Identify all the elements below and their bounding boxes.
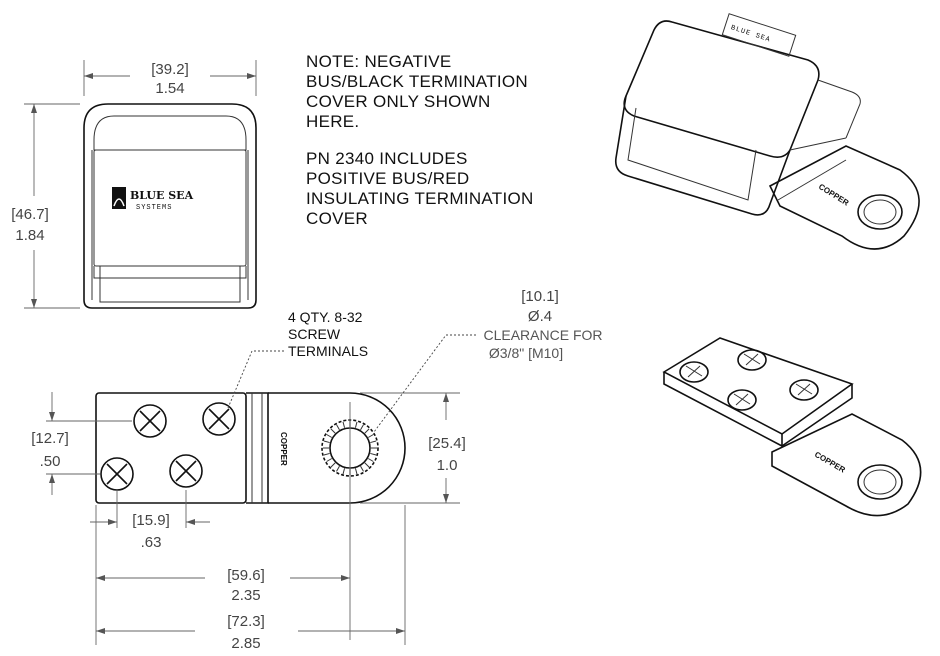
- dim-overall-length: [72.3] 2.85: [96, 505, 406, 652]
- dim-cover-width-mm: [39.2]: [151, 61, 189, 78]
- dim-terminal-pitch-v-mm: [12.7]: [31, 430, 69, 447]
- screw-bottom-right: [169, 454, 203, 488]
- screw-top-left: [133, 404, 167, 438]
- washer-tooth: [364, 462, 370, 468]
- washer-tooth: [360, 424, 364, 431]
- washer-tooth: [330, 462, 336, 468]
- dim-to-hole-center-in: 2.35: [231, 587, 260, 604]
- dim-to-hole-center: [59.6] 2.35: [95, 505, 350, 645]
- note-line-1: NOTE: NEGATIVE: [306, 52, 452, 71]
- dim-lug-width-mm: [25.4]: [428, 435, 466, 452]
- busbar-top-view: COPPER: [95, 392, 406, 640]
- lug-hole: [321, 402, 379, 640]
- dim-overall-length-in: 2.85: [231, 635, 260, 652]
- screw-callout-line-2: SCREW: [288, 326, 341, 342]
- dim-terminal-pitch-v-in: .50: [40, 453, 61, 470]
- hole-clearance-label: CLEARANCE FOR: [483, 327, 602, 343]
- logo-sub-text: SYSTEMS: [136, 204, 172, 212]
- washer-tooth: [360, 465, 364, 472]
- dim-overall-length-mm: [72.3]: [227, 613, 265, 630]
- note-line-2: BUS/BLACK TERMINATION: [306, 72, 528, 91]
- washer-tooth: [326, 434, 333, 438]
- washer-tooth: [326, 458, 333, 462]
- washer-tooth: [354, 421, 358, 428]
- screw-callout-line-1: 4 QTY. 8-32: [288, 309, 363, 325]
- washer-tooth: [330, 428, 336, 434]
- dim-terminal-pitch-v: [12.7] .50: [31, 392, 132, 495]
- dim-to-hole-center-mm: [59.6]: [227, 567, 265, 584]
- note-block: NOTE: NEGATIVE BUS/BLACK TERMINATION COV…: [306, 52, 534, 228]
- dim-cover-height-mm: [46.7]: [11, 206, 49, 223]
- cover-isometric-view: BLUE SEA COPPER: [614, 13, 920, 250]
- washer-tooth: [336, 465, 340, 472]
- washer-tooth: [364, 428, 370, 434]
- dim-terminal-pitch-h-mm: [15.9]: [132, 512, 170, 529]
- washer-tooth: [323, 440, 330, 444]
- note-line-4: HERE.: [306, 112, 359, 131]
- washer-tooth: [336, 424, 340, 431]
- dim-cover-width: [39.2] 1.54: [83, 60, 257, 97]
- screw-callout: 4 QTY. 8-32 SCREW TERMINALS: [227, 309, 368, 409]
- copper-stamp: COPPER: [279, 432, 288, 466]
- dim-terminal-pitch-h-in: .63: [141, 534, 162, 551]
- logo-brand-text: BLUE SEA: [130, 189, 194, 202]
- cover-front-view: BLUE SEA SYSTEMS: [83, 103, 257, 309]
- iso-screw-1: [679, 361, 709, 383]
- dim-cover-width-in: 1.54: [155, 80, 184, 97]
- busbar-isometric-view: COPPER: [662, 337, 922, 517]
- hole-callout: [10.1] Ø.4 CLEARANCE FOR Ø3/8" [M10]: [373, 288, 603, 433]
- screw-top-right: [202, 402, 236, 436]
- washer-tooth: [354, 468, 358, 475]
- iso-screw-4: [789, 379, 819, 401]
- washer-tooth: [367, 434, 374, 438]
- note-line-3: COVER ONLY SHOWN: [306, 92, 491, 111]
- washer-tooth: [367, 458, 374, 462]
- hole-clearance-value: Ø3/8" [M10]: [489, 345, 563, 361]
- washer-tooth: [370, 440, 377, 444]
- pn-line-3: INSULATING TERMINATION: [306, 189, 534, 208]
- pn-line-4: COVER: [306, 209, 368, 228]
- hole-dim-mm: [10.1]: [521, 288, 559, 305]
- washer-tooth: [342, 468, 346, 475]
- screw-callout-line-3: TERMINALS: [288, 343, 368, 359]
- iso-copper-stamp-2: COPPER: [813, 450, 847, 475]
- washer-tooth: [323, 452, 330, 456]
- screw-bottom-left: [100, 457, 134, 491]
- hole-dim-in: Ø.4: [528, 308, 552, 325]
- iso-logo-text: BLUE SEA: [730, 24, 772, 44]
- dim-cover-height: [46.7] 1.84: [11, 103, 80, 309]
- washer-tooth: [370, 452, 377, 456]
- iso-screw-2: [737, 349, 767, 371]
- dim-terminal-pitch-h: [15.9] .63: [90, 490, 210, 551]
- iso-screw-3: [727, 389, 757, 411]
- pn-line-2: POSITIVE BUS/RED: [306, 169, 470, 188]
- blue-sea-logo: BLUE SEA SYSTEMS: [112, 187, 194, 212]
- dim-lug-width-in: 1.0: [437, 457, 458, 474]
- dim-cover-height-in: 1.84: [15, 227, 44, 244]
- iso-copper-stamp-1: COPPER: [817, 182, 851, 208]
- washer-tooth: [342, 421, 346, 428]
- dim-lug-width: [25.4] 1.0: [360, 392, 466, 504]
- pn-line-1: PN 2340 INCLUDES: [306, 149, 468, 168]
